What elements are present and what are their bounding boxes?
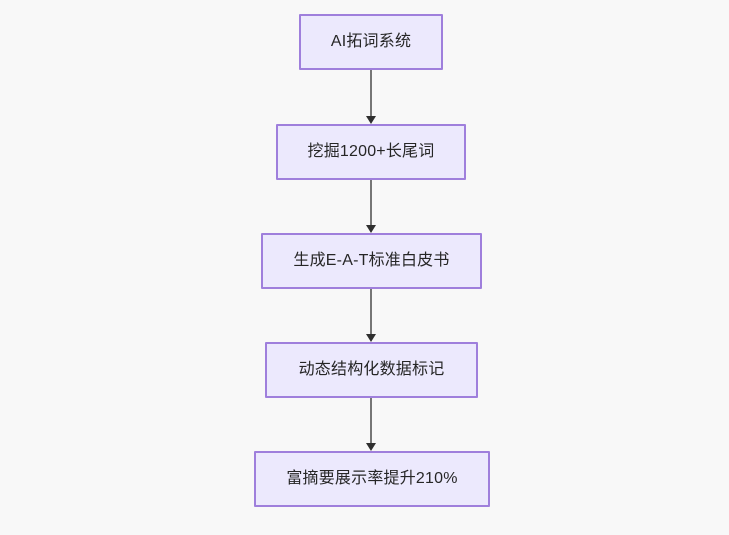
connector-line: [370, 289, 372, 335]
connector-line: [370, 398, 372, 444]
flow-node-label: 生成E-A-T标准白皮书: [293, 252, 450, 269]
connector-line: [370, 180, 372, 226]
connector-line: [370, 70, 372, 117]
flow-node-ai-keyword-system[interactable]: AI拓词系统: [299, 14, 443, 70]
arrow-head-icon: [366, 334, 376, 342]
flow-node-label: AI拓词系统: [330, 33, 412, 50]
flow-node-label: 富摘要展示率提升210%: [286, 470, 458, 487]
arrow-head-icon: [366, 443, 376, 451]
flow-node-generate-eat-whitepaper[interactable]: 生成E-A-T标准白皮书: [261, 233, 482, 289]
connector-node4-to-node5: [364, 398, 378, 451]
connector-node2-to-node3: [364, 180, 378, 233]
connector-node1-to-node2: [364, 70, 378, 124]
connector-node3-to-node4: [364, 289, 378, 342]
flow-node-label: 挖掘1200+长尾词: [307, 143, 435, 160]
flow-node-label: 动态结构化数据标记: [298, 361, 445, 378]
arrow-head-icon: [366, 116, 376, 124]
arrow-head-icon: [366, 225, 376, 233]
flow-node-dynamic-structured-data-markup[interactable]: 动态结构化数据标记: [265, 342, 478, 398]
flow-node-rich-snippet-impression-uplift[interactable]: 富摘要展示率提升210%: [254, 451, 490, 507]
flow-node-mine-longtail-keywords[interactable]: 挖掘1200+长尾词: [276, 124, 466, 180]
